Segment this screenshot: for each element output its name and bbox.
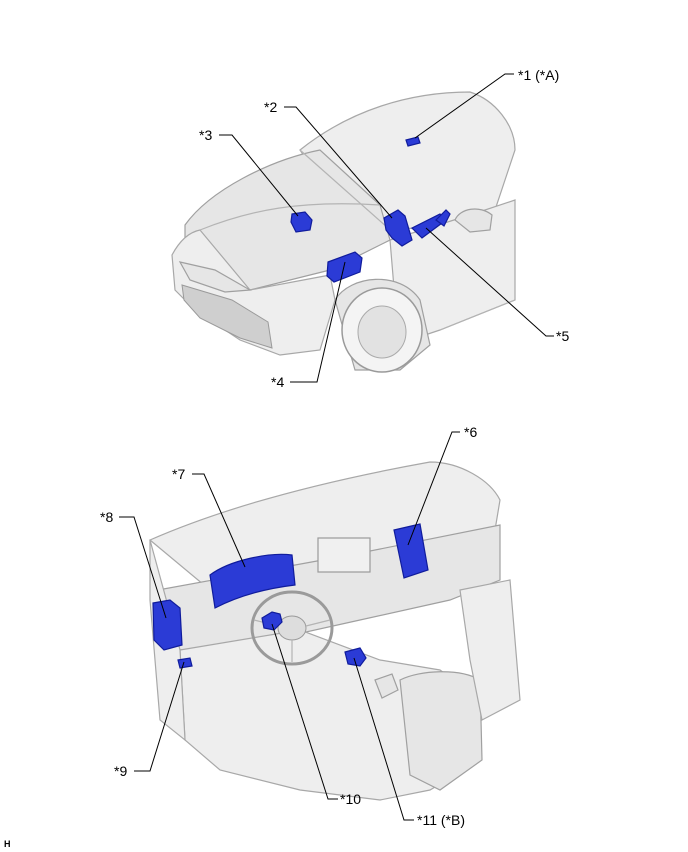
- callout-5: *5: [556, 328, 570, 344]
- component-2-shape: [383, 209, 413, 247]
- callout-9: *9: [114, 763, 128, 779]
- leader-line-1: [414, 73, 514, 139]
- callout-7: *7: [172, 466, 186, 482]
- interior-components: [152, 523, 429, 669]
- leader-line-3: [219, 134, 299, 217]
- component-10-shape: [261, 611, 283, 631]
- component-8-shape: [152, 599, 183, 651]
- component-9-shape: [177, 657, 193, 669]
- callout-4: *4: [271, 374, 285, 390]
- component-4-shape: [326, 251, 363, 283]
- callout-8: *8: [100, 509, 114, 525]
- callout-11: *11 (*B): [417, 812, 465, 828]
- leader-lines: [119, 73, 554, 821]
- leader-line-6: [407, 431, 460, 546]
- leader-line-7: [192, 473, 246, 568]
- vehicle-interior-illustration: [148, 461, 521, 801]
- leader-line-11: [353, 657, 414, 821]
- callout-1: *1 (*A): [518, 67, 559, 83]
- exterior-components: [290, 136, 451, 283]
- leader-line-2: [284, 106, 393, 219]
- callout-10: *10: [340, 791, 362, 807]
- callout-11-number: *11: [417, 812, 437, 828]
- callout-6: *6: [464, 424, 478, 440]
- vehicle-exterior-illustration: [171, 91, 516, 373]
- callout-1-number: *1: [518, 67, 532, 83]
- callout-3: *3: [199, 127, 213, 143]
- component-3-shape: [290, 211, 313, 233]
- callout-11-note: (*B): [440, 812, 465, 828]
- component-1-shape: [405, 136, 421, 147]
- callout-1-note: (*A): [535, 67, 560, 83]
- leader-line-8: [119, 516, 167, 619]
- illustration-code: H: [4, 839, 11, 849]
- component-6-shape: [393, 523, 429, 579]
- callout-2: *2: [264, 99, 278, 115]
- component-7-shape: [209, 553, 296, 609]
- leader-line-4: [290, 261, 346, 383]
- leader-line-5: [425, 227, 554, 337]
- component-11-shape: [344, 647, 367, 667]
- leader-line-10: [271, 623, 338, 800]
- leader-line-9: [134, 661, 185, 772]
